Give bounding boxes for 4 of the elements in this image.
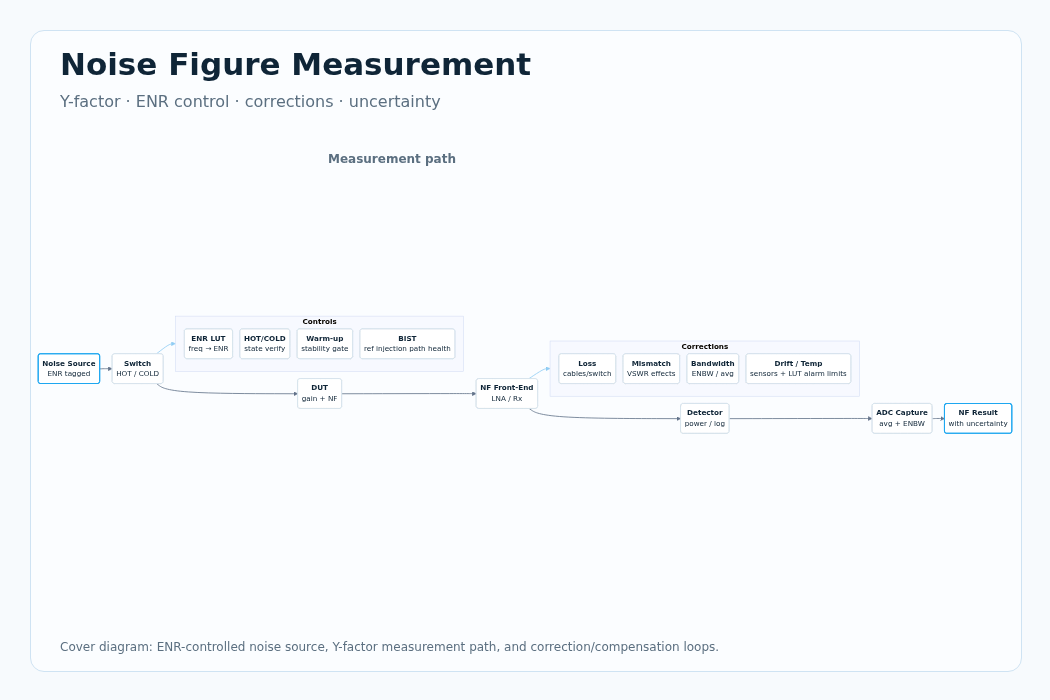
title: Noise Figure Measurement <box>60 46 532 82</box>
subtitle: Y-factor · ENR control · corrections · uncertainty <box>60 92 441 111</box>
section-label: Measurement path <box>328 152 456 166</box>
caption: Cover diagram: ENR-controlled noise source, Y-factor measurement path, and correction/compensation loops. <box>60 640 720 654</box>
